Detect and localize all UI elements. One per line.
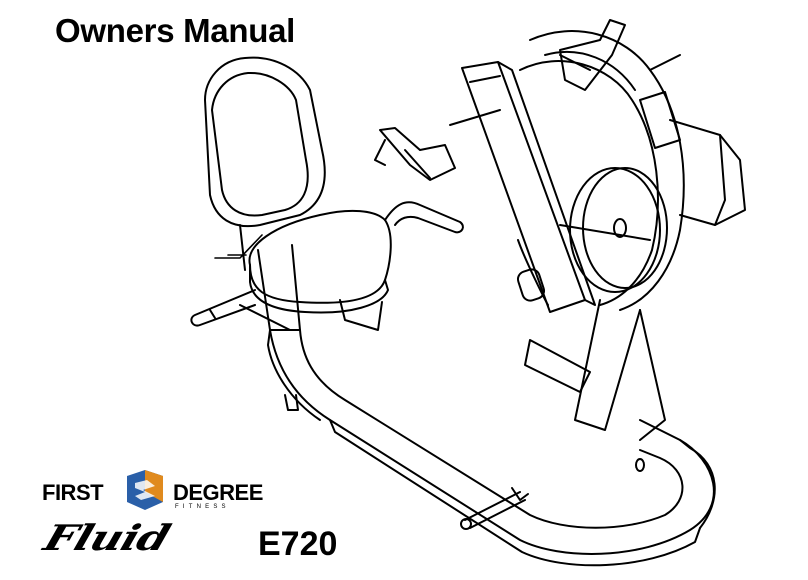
crank-tower xyxy=(462,62,595,312)
brand-tagline: FITNESS xyxy=(175,504,230,510)
brand-logo: FIRST DEGREE FITNESS xyxy=(42,466,272,520)
upright-column xyxy=(525,300,665,440)
model-number: E720 xyxy=(258,525,337,564)
seat-handles xyxy=(191,202,463,330)
product-name: Fluid xyxy=(39,518,175,559)
flywheel-housing xyxy=(520,31,745,310)
brand-word-first: FIRST xyxy=(42,480,103,506)
first-degree-logo-icon xyxy=(123,468,167,512)
brand-word-degree: DEGREE xyxy=(173,480,263,506)
